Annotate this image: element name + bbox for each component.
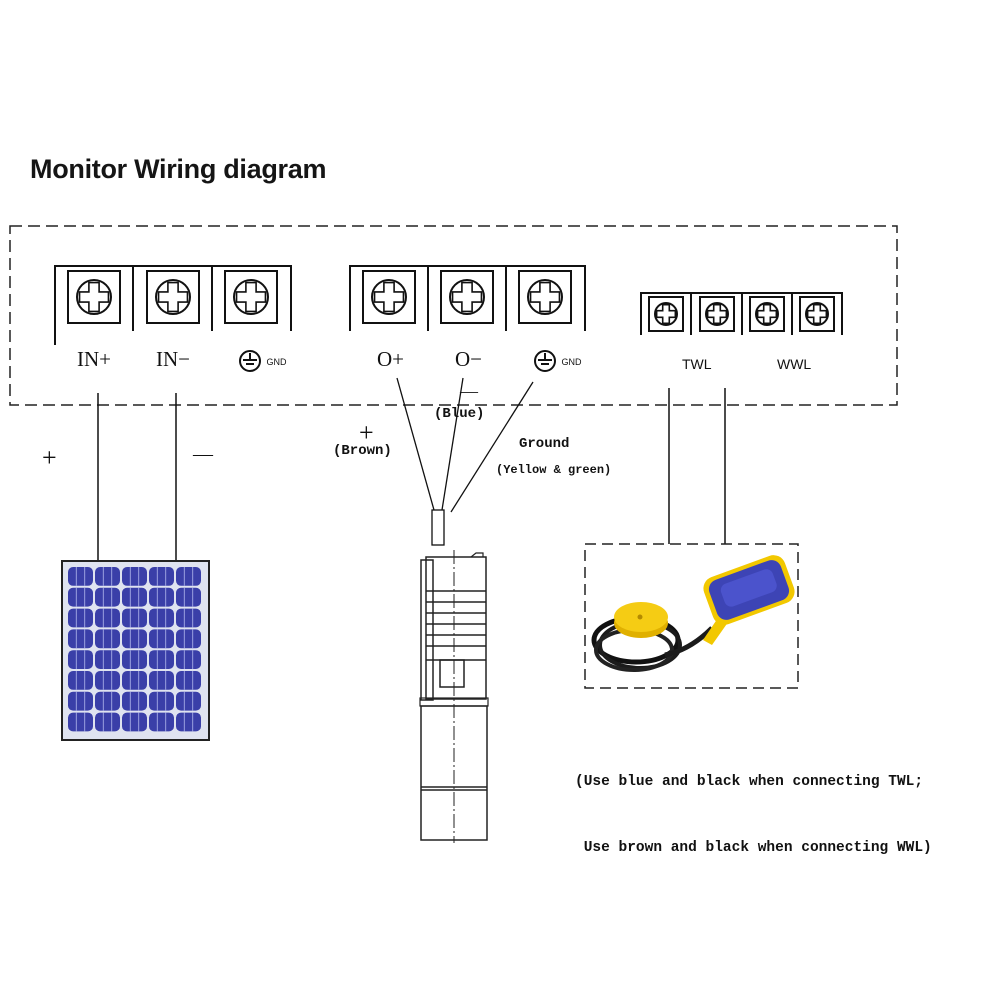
solar-cell xyxy=(176,650,201,669)
solar-cell xyxy=(122,629,147,649)
diagram-title: Monitor Wiring diagram xyxy=(30,154,327,184)
solar-cell xyxy=(68,712,93,732)
blue-wire-label: (Blue) xyxy=(434,406,485,422)
pump-image xyxy=(419,550,489,843)
solar-panel-image xyxy=(61,560,210,741)
terminal-screw-in-0 xyxy=(67,270,121,324)
output-terminal-block xyxy=(349,265,586,331)
terminal-screw-out-2 xyxy=(518,270,572,324)
terminal-screw-level-3 xyxy=(799,296,835,332)
solar-cell xyxy=(68,650,93,669)
solar-cell xyxy=(122,587,147,607)
solar-cell xyxy=(176,629,201,649)
solar-cell xyxy=(176,608,201,628)
controller-box xyxy=(9,225,898,406)
solar-cell xyxy=(149,587,174,607)
blue-wire-sign: — xyxy=(460,381,478,401)
ground-icon xyxy=(239,350,261,372)
solar-cell xyxy=(68,629,93,649)
solar-cell xyxy=(149,608,174,628)
ground-wire-label: Ground xyxy=(519,436,570,452)
solar-cell xyxy=(149,650,174,669)
solar-cell xyxy=(122,650,147,669)
solar-cell xyxy=(122,671,147,690)
terminal-screw-in-1 xyxy=(146,270,200,324)
terminal-screw-level-0 xyxy=(648,296,684,332)
solar-minus-label: — xyxy=(193,443,213,465)
solar-cell xyxy=(95,629,120,649)
pump-blue-wire xyxy=(441,377,464,511)
output-ground-terminal: GND xyxy=(533,349,581,373)
solar-cell xyxy=(95,587,120,607)
solar-cell xyxy=(95,608,120,628)
terminal-screw-in-2 xyxy=(224,270,278,324)
solar-cell xyxy=(149,629,174,649)
terminal-screw-level-1 xyxy=(699,296,735,332)
solar-cell xyxy=(95,691,120,711)
terminal-screw-out-0 xyxy=(362,270,416,324)
float-switch-box xyxy=(584,543,799,689)
solar-cell xyxy=(122,712,147,732)
input-terminal-block xyxy=(54,265,292,345)
pump-cable xyxy=(431,509,445,546)
solar-cell xyxy=(68,567,93,586)
solar-cell xyxy=(149,691,174,711)
terminal-label-out-plus: O+ xyxy=(377,347,405,371)
level-terminal-block xyxy=(640,292,843,335)
terminal-label-twl: TWL xyxy=(682,356,712,372)
solar-cell xyxy=(176,712,201,732)
ground-icon xyxy=(534,350,556,372)
solar-cell xyxy=(149,671,174,690)
solar-cell xyxy=(176,691,201,711)
solar-plus-label: + xyxy=(42,443,57,472)
terminal-label-out-minus: O− xyxy=(455,347,483,371)
solar-cell xyxy=(176,587,201,607)
terminal-label-in-plus: IN+ xyxy=(77,347,112,371)
float-switch-note-line-2: Use brown and black when connecting WWL) xyxy=(575,840,932,856)
brown-wire-sign: + xyxy=(359,418,374,447)
solar-cell xyxy=(68,587,93,607)
float-switch-note: (Use blue and black when connecting TWL;… xyxy=(575,727,932,881)
terminal-label-in-gnd: GND xyxy=(266,357,287,368)
terminal-label-wwl: WWL xyxy=(777,356,812,372)
solar-cell xyxy=(68,671,93,690)
pump-ground-wire xyxy=(450,381,534,513)
float-switch-image xyxy=(591,555,795,672)
solar-cell xyxy=(122,567,147,586)
pump-brown-wire xyxy=(396,377,435,511)
solar-cell xyxy=(68,691,93,711)
solar-cell xyxy=(176,671,201,690)
solar-cell xyxy=(149,567,174,586)
ground-wire-sublabel: (Yellow & green) xyxy=(496,463,612,477)
solar-cell xyxy=(68,608,93,628)
terminal-screw-level-2 xyxy=(749,296,785,332)
solar-cell xyxy=(95,650,120,669)
terminal-label-in-minus: IN− xyxy=(156,347,191,371)
solar-cell xyxy=(122,608,147,628)
solar-cell xyxy=(95,671,120,690)
terminal-screw-out-1 xyxy=(440,270,494,324)
solar-cell xyxy=(149,712,174,732)
float-switch-note-line-1: (Use blue and black when connecting TWL; xyxy=(575,774,924,790)
input-ground-terminal: GND xyxy=(238,349,286,373)
terminal-label-out-gnd: GND xyxy=(561,357,582,368)
solar-cell xyxy=(176,567,201,586)
solar-cell xyxy=(122,691,147,711)
solar-cell xyxy=(95,712,120,732)
solar-cell xyxy=(95,567,120,586)
brown-wire-label: (Brown) xyxy=(333,443,392,459)
